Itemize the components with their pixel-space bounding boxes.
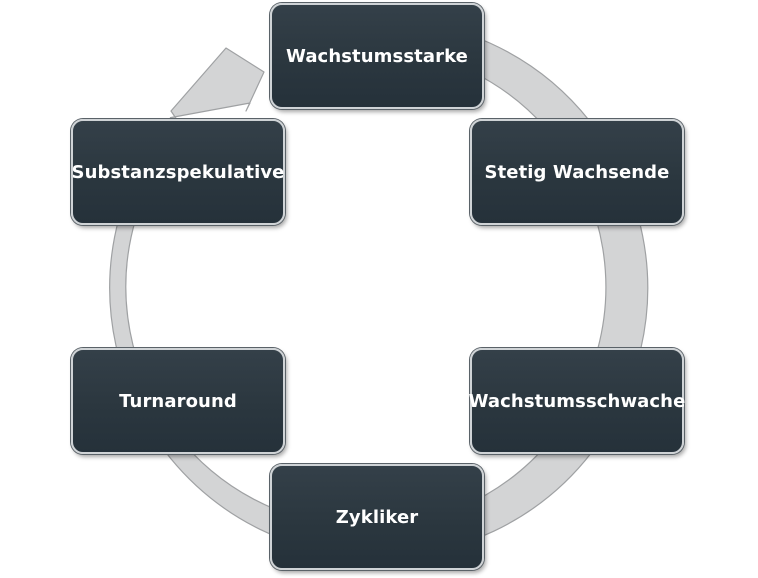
node-label: Wachstumsstarke — [286, 45, 468, 67]
node-label: Turnaround — [119, 390, 237, 412]
node-label: Zykliker — [335, 506, 419, 528]
cycle-node-stetig-wachsende: Stetig Wachsende — [470, 119, 684, 225]
cycle-node-turnaround: Turnaround — [71, 348, 285, 454]
node-label: Stetig Wachsende — [484, 161, 670, 183]
cycle-node-substanzspekulative: Substanzspekulative — [71, 119, 285, 225]
cycle-node-wachstumsstarke: Wachstumsstarke — [270, 3, 484, 109]
cycle-node-zykliker: Zykliker — [270, 464, 484, 570]
node-label: Substanzspekulative — [71, 161, 285, 183]
cycle-arrowhead — [170, 47, 265, 131]
node-label: Wachstumsschwache — [468, 390, 686, 412]
cycle-node-wachstumsschwache: Wachstumsschwache — [468, 348, 686, 454]
